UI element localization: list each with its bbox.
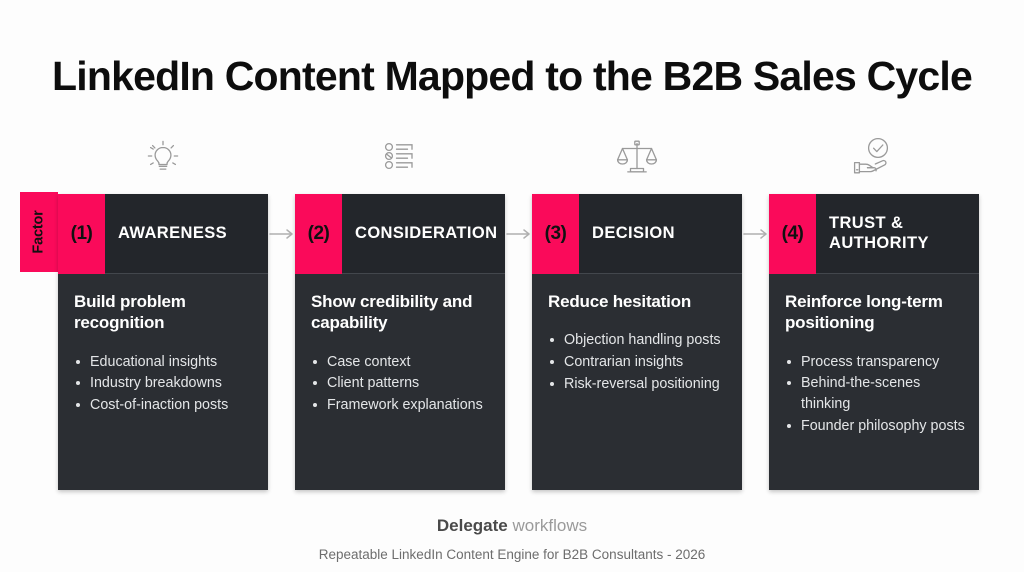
stage-body: Reduce hesitation Objection handling pos…	[532, 274, 742, 395]
footer-subtitle: Repeatable LinkedIn Content Engine for B…	[318, 547, 706, 562]
arrow-1-to-2	[268, 227, 296, 241]
stage-card-awareness[interactable]: (1) AWARENESS Build problem recognition …	[58, 193, 268, 490]
stage-header: (4) TRUST & AUTHORITY	[769, 193, 979, 274]
stage-card-trust-authority[interactable]: (4) TRUST & AUTHORITY Reinforce long-ter…	[769, 193, 979, 490]
stage-name: DECISION	[592, 223, 675, 242]
stage-number: (1)	[70, 222, 93, 244]
list-item: Case context	[311, 352, 491, 373]
list-item: Industry breakdowns	[74, 373, 254, 394]
stage-body: Build problem recognition Educational in…	[58, 274, 268, 416]
stage-name: CONSIDERATION	[355, 223, 498, 242]
list-item: Process transparency	[785, 352, 965, 373]
arrow-2-to-3	[505, 227, 533, 241]
stage-number: (3)	[544, 222, 567, 244]
stage-icon-row	[0, 130, 1024, 182]
stage-subtitle: Build problem recognition	[74, 292, 186, 333]
hand-check-icon	[848, 130, 900, 182]
stage-subtitle: Reinforce long-term positioning	[785, 292, 943, 333]
checklist-icon	[374, 130, 426, 182]
list-item: Framework explanations	[311, 395, 491, 416]
stage-number: (2)	[307, 222, 330, 244]
stage-header: (3) DECISION	[532, 193, 742, 274]
stage-body: Show credibility and capability Case con…	[295, 274, 505, 416]
list-item: Objection handling posts	[548, 330, 728, 351]
stage-number-block: (1)	[58, 193, 105, 274]
stage-name: TRUST & AUTHORITY	[829, 214, 929, 252]
arrow-3-to-4	[742, 227, 770, 241]
stage-number-block: (2)	[295, 193, 342, 274]
list-item: Behind-the-scenes thinking	[785, 373, 965, 415]
balance-scales-icon	[611, 130, 663, 182]
stage-subtitle: Reduce hesitation	[548, 292, 692, 311]
stage-number-block: (3)	[532, 193, 579, 274]
factor-label-tab: Factor	[20, 192, 58, 272]
footer-brand: Delegate workflows	[0, 516, 1024, 536]
stage-subtitle: Show credibility and capability	[311, 292, 473, 333]
stage-name: AWARENESS	[118, 223, 228, 242]
stage-item-list: Process transparency Behind-the-scenes t…	[785, 352, 965, 437]
stage-item-list: Educational insights Industry breakdowns…	[74, 352, 254, 417]
stage-number-block: (4)	[769, 193, 816, 274]
list-item: Client patterns	[311, 373, 491, 394]
factor-label-text: Factor	[31, 210, 47, 254]
list-item: Contrarian insights	[548, 352, 728, 373]
list-item: Risk-reversal positioning	[548, 374, 728, 395]
stage-header: (1) AWARENESS	[58, 193, 268, 274]
page-title: LinkedIn Content Mapped to the B2B Sales…	[51, 53, 973, 99]
list-item: Educational insights	[74, 352, 254, 373]
stage-number: (4)	[781, 222, 804, 244]
stage-item-list: Case context Client patterns Framework e…	[311, 352, 491, 417]
stage-card-decision[interactable]: (3) DECISION Reduce hesitation Objection…	[532, 193, 742, 490]
stage-card-consideration[interactable]: (2) CONSIDERATION Show credibility and c…	[295, 193, 505, 490]
list-item: Cost-of-inaction posts	[74, 395, 254, 416]
stage-item-list: Objection handling posts Contrarian insi…	[548, 330, 728, 395]
footer-brand-bold: Delegate	[436, 516, 508, 535]
list-item: Founder philosophy posts	[785, 416, 965, 437]
stage-header: (2) CONSIDERATION	[295, 193, 505, 274]
lightbulb-icon	[137, 130, 189, 182]
stage-body: Reinforce long-term positioning Process …	[769, 274, 979, 437]
footer-brand-light: workflows	[507, 516, 588, 535]
